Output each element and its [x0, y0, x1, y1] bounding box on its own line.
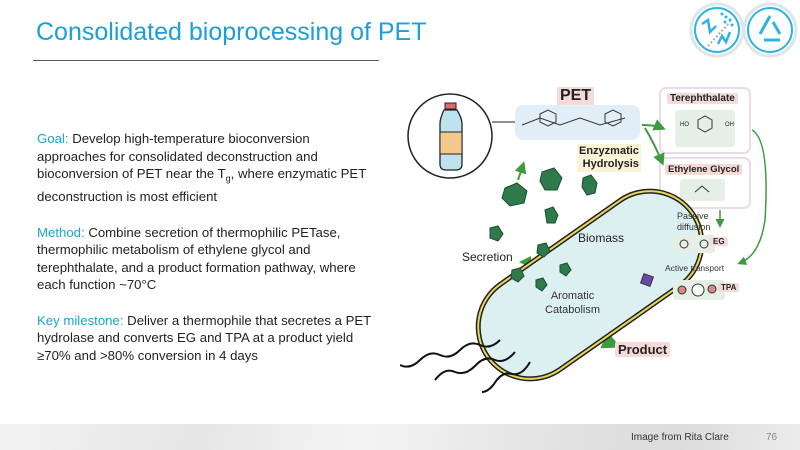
eg-label: EG: [710, 237, 728, 246]
aromatic-catabolism-label: Aromatic Catabolism: [545, 289, 600, 317]
active-transport-label: Active transport: [665, 263, 725, 273]
ethylene-glycol-label: Ethylene Glycol: [665, 164, 743, 175]
enzyme-particles: [489, 167, 598, 292]
milestone-label: Key milestone:: [37, 312, 124, 328]
image-credit: Image from Rita Clare: [631, 432, 729, 443]
method-paragraph: Method: Combine secretion of thermophili…: [37, 224, 372, 294]
goal-text: Develop high-temperature bioconversion a…: [37, 131, 318, 182]
passive-diffusion-label: Passive diffusion: [677, 211, 710, 233]
enzymatic-line-2: Hydrolysis: [582, 158, 639, 170]
aromatic-line-2: Catabolism: [545, 304, 601, 316]
aromatic-line-1: Aromatic: [550, 290, 595, 302]
pet-structure-box: [515, 105, 640, 140]
deconstruction-logo-icon: [689, 2, 745, 58]
bottle-icon: [407, 93, 515, 179]
goal-paragraph: Goal: Develop high-temperature bioconver…: [37, 130, 372, 206]
tg-subscript: g: [225, 173, 231, 184]
title-underline: [33, 60, 379, 61]
passive-line-1: Passive: [677, 211, 709, 221]
pet-bioprocess-diagram: PET Terephthalate Ethylene Glycol HO OH …: [400, 80, 800, 425]
terephthalate-label: Terephthalate: [667, 93, 738, 104]
biomass-label: Biomass: [578, 231, 625, 245]
method-text: Combine secretion of thermophilic PETase…: [37, 224, 356, 293]
tpa-label: TPA: [718, 283, 740, 292]
logo-group: [688, 2, 798, 65]
passive-line-2: diffusion: [677, 222, 711, 232]
transporter-icon: [639, 272, 655, 288]
flagella: [400, 339, 531, 393]
pet-label: PET: [557, 87, 595, 105]
footer-band: [0, 424, 800, 450]
oh-label: OH: [725, 122, 734, 128]
secretion-label: Secretion: [462, 250, 513, 264]
recycle-logo-icon: [742, 2, 798, 58]
slide-title: Consolidated bioprocessing of PET: [36, 18, 427, 46]
enzymatic-line-1: Enzyzmatic: [579, 145, 639, 157]
enzymatic-hydrolysis-label: Enzyzmatic Hydrolysis: [577, 144, 641, 172]
method-label: Method:: [37, 224, 85, 240]
milestone-text: Deliver a thermophile that secretes a PE…: [37, 312, 372, 363]
milestone-paragraph: Key milestone: Deliver a thermophile tha…: [37, 312, 372, 365]
page-number: 76: [766, 432, 778, 443]
eg-box: [673, 235, 715, 253]
product-label: Product: [615, 342, 671, 357]
ho-label: HO: [680, 122, 689, 128]
slide-body: Goal: Develop high-temperature bioconver…: [37, 130, 372, 382]
goal-label: Goal:: [37, 131, 69, 146]
bacterium-cell: [475, 188, 705, 382]
goal-text-cont: , where enzymatic PET deconstruction is …: [37, 166, 367, 205]
